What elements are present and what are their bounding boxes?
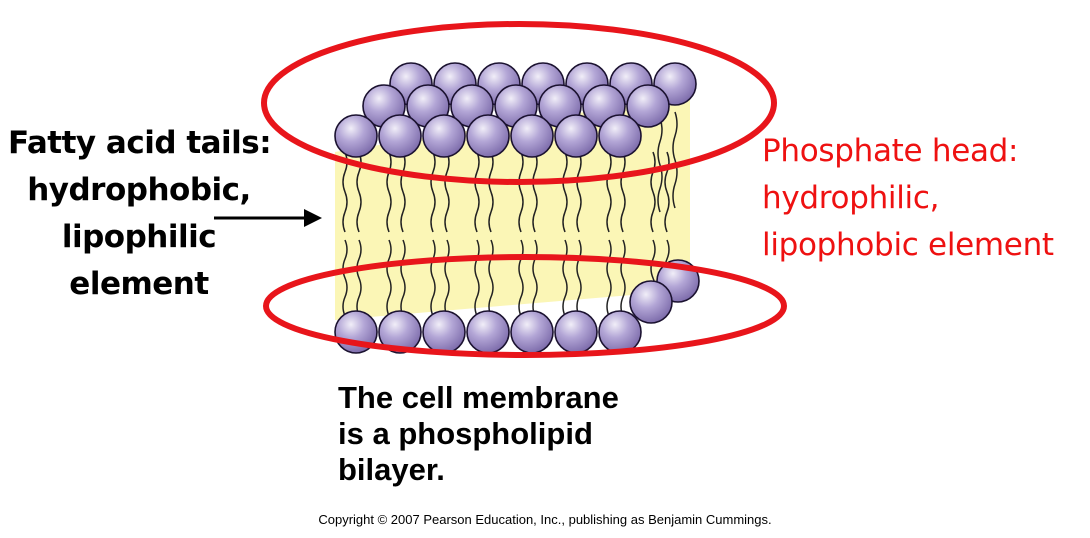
phosphate-head — [334, 114, 378, 158]
fatty-acid-tail — [488, 239, 494, 317]
fatty-acid-tail — [342, 151, 348, 233]
phosphate-head — [554, 114, 598, 158]
phosphate-head-label: Phosphate head: hydrophilic, lipophobic … — [762, 128, 1088, 269]
arrow-icon — [304, 209, 322, 227]
fatty-acid-tail — [532, 151, 538, 233]
caption-line-1-normal: The — [338, 380, 402, 415]
fatty-acid-tail — [386, 151, 392, 233]
phosphate-head — [510, 310, 554, 354]
fatty-acid-tail — [444, 239, 450, 317]
phosphate-head — [510, 114, 554, 158]
phosphate-head — [629, 280, 673, 324]
fatty-acid-tail — [576, 151, 582, 233]
fatty-acid-tail — [576, 239, 582, 317]
fatty-acid-tail — [400, 239, 406, 317]
fatty-acid-tail — [562, 151, 568, 233]
fatty-acid-tail — [672, 111, 678, 209]
phosphate-head — [626, 84, 670, 128]
fatty-acid-tail — [386, 239, 392, 317]
fatty-acid-tail — [657, 117, 663, 213]
fatty-acid-tail — [606, 151, 612, 233]
caption-line-1-bold: cell membrane — [401, 380, 619, 415]
tails-label-line-1: Fatty acid tails: — [8, 125, 272, 161]
phosphate-head — [598, 114, 642, 158]
fatty-acid-tail — [606, 239, 612, 317]
fatty-acid-tail — [430, 239, 436, 317]
caption-line-3: bilayer. — [338, 452, 445, 487]
phosphate-head — [466, 114, 510, 158]
phosphate-head — [422, 114, 466, 158]
fatty-acid-tail — [400, 151, 406, 233]
phosphate-head — [378, 310, 422, 354]
fatty-acid-tails-label: Fatty acid tails: hydrophobic, lipophili… — [8, 120, 272, 308]
fatty-acid-tail — [532, 239, 538, 317]
fatty-acid-tail — [562, 239, 568, 317]
caption-line-2: is a phospholipid — [338, 416, 593, 451]
phosphate-head — [378, 114, 422, 158]
fatty-acid-tail — [620, 239, 626, 317]
fatty-acid-tail — [474, 151, 480, 233]
phosphate-heads — [334, 62, 700, 354]
head-label-line-1: Phosphate head: — [762, 133, 1019, 169]
copyright-notice: Copyright © 2007 Pearson Education, Inc.… — [318, 512, 772, 527]
phosphate-head — [598, 310, 642, 354]
head-label-line-3: lipophobic element — [762, 227, 1054, 263]
fatty-acid-tail — [430, 151, 436, 233]
fatty-acid-tail — [356, 239, 362, 317]
fatty-acid-tail — [650, 151, 656, 233]
fatty-acid-tail — [620, 151, 626, 233]
tails-label-line-4: element — [69, 266, 209, 302]
fatty-acid-tail — [518, 151, 524, 233]
diagram-caption: The cell membrane is a phospholipid bila… — [338, 380, 718, 488]
fatty-acid-tail — [488, 151, 494, 233]
fatty-acid-tail — [518, 239, 524, 317]
tails-label-line-2: hydrophobic, — [27, 172, 251, 208]
fatty-acid-tail — [342, 239, 348, 317]
tails-label-line-3: lipophilic — [61, 219, 217, 255]
head-label-line-2: hydrophilic, — [762, 180, 940, 216]
bottom-highlight-ellipse — [263, 254, 787, 358]
phosphate-head — [554, 310, 598, 354]
fatty-acid-tails — [342, 111, 678, 317]
fatty-acid-tail — [444, 151, 450, 233]
phosphate-head — [466, 310, 510, 354]
top-highlight-ellipse — [261, 21, 777, 185]
fatty-acid-tail — [474, 239, 480, 317]
caption-line-1: The cell membrane — [338, 380, 718, 416]
phosphate-head — [422, 310, 466, 354]
tail-region — [335, 95, 690, 320]
